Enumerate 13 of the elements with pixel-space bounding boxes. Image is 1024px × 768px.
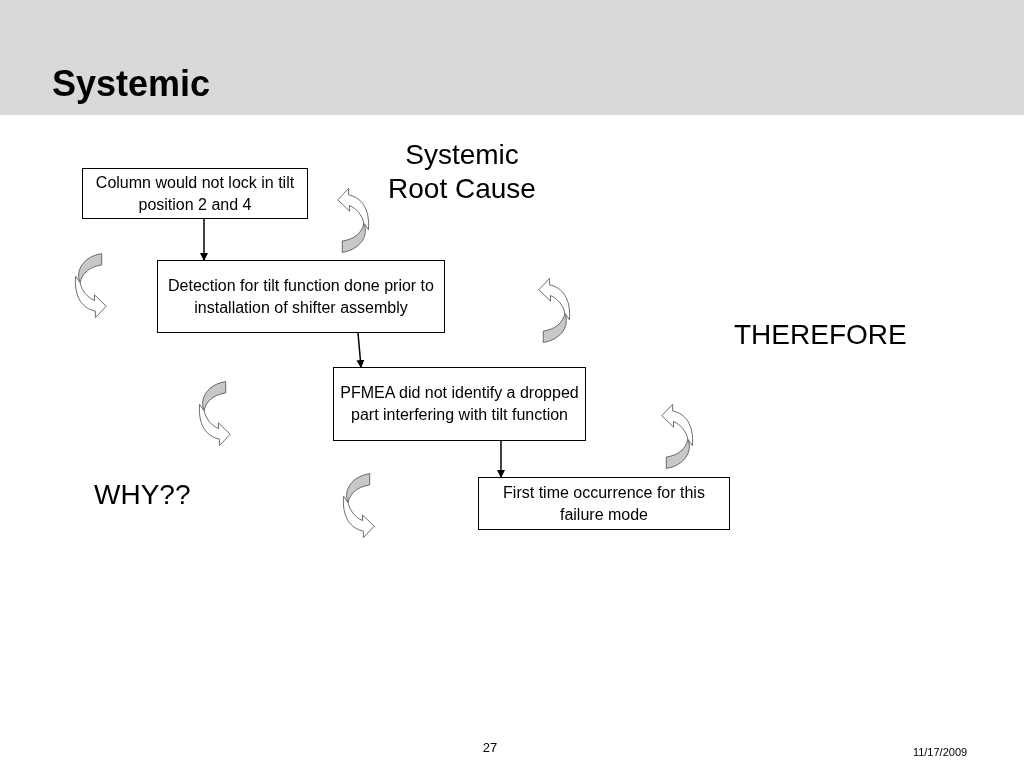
slide-title: Systemic: [52, 66, 211, 102]
process-box: Column would not lock in tilt position 2 and 4: [82, 168, 308, 219]
arrow: [497, 440, 505, 478]
why-text: WHY??: [94, 478, 192, 512]
arrow: [356, 332, 365, 368]
arrow: [200, 218, 208, 261]
therefore-text: THEREFORE: [734, 318, 908, 352]
process-box: Detection for tilt function done prior to installation of shifter assembly: [157, 260, 445, 333]
process-box: First time occurrence for this failure mode: [478, 477, 730, 530]
process-box: PFMEA did not identify a dropped part interfering with tilt function: [333, 367, 586, 441]
root-cause-heading: Systemic Root Cause: [387, 138, 537, 206]
page-number: 27: [481, 740, 499, 756]
date-text: 11/17/2009: [911, 746, 969, 760]
